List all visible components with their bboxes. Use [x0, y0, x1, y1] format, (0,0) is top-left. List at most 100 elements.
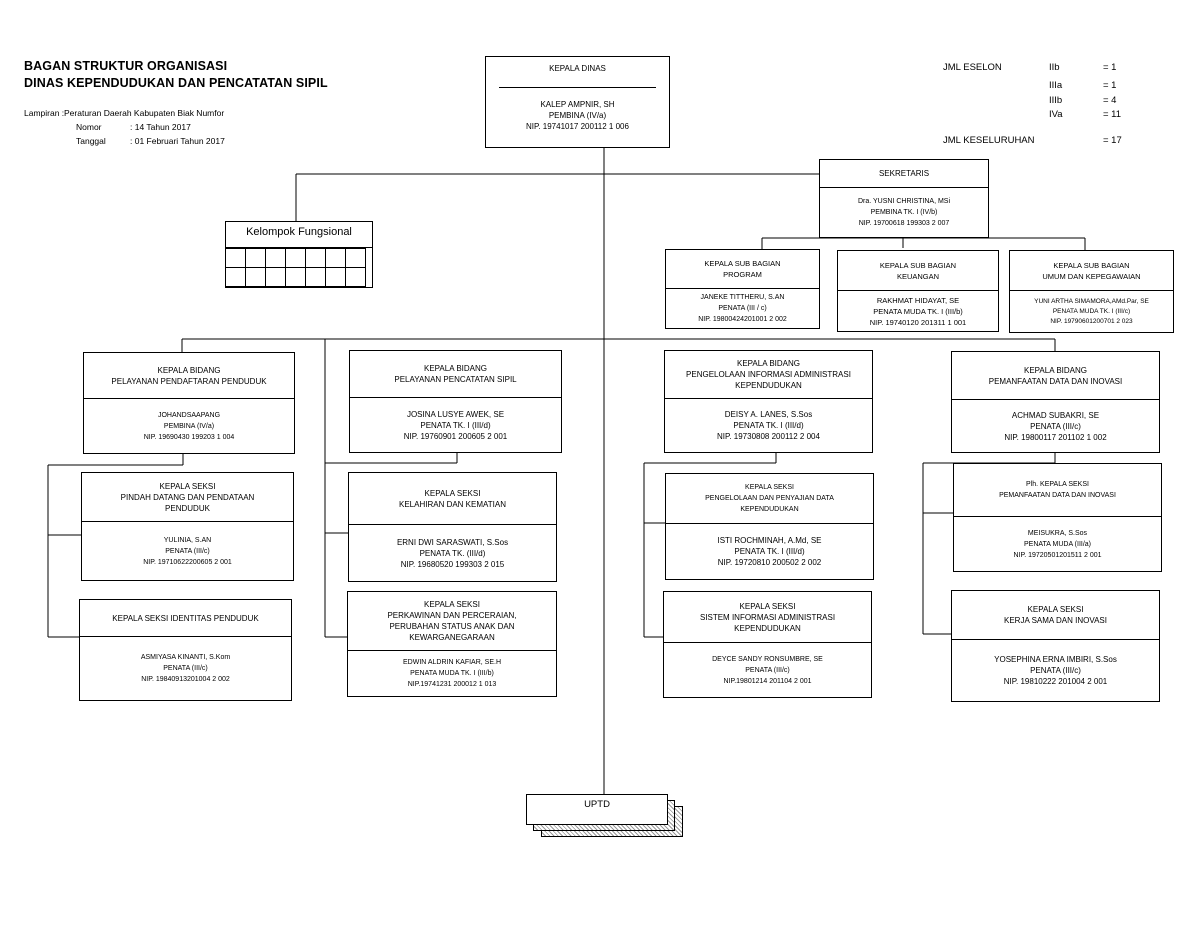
kelompok-fungsional-grid: [225, 248, 366, 287]
bidang-pengelolaan-informasi-box: KEPALA BIDANG PENGELOLAAN INFORMASI ADMI…: [664, 350, 873, 453]
seksi-name: ISTI ROCHMINAH, A.Md, SE: [717, 536, 822, 545]
seksi-unit: KEWARGANEGARAAN: [409, 633, 495, 642]
bidang-title: KEPALA BIDANG: [157, 365, 221, 375]
seksi-nip: NIP. 19720501201511 2 001: [1013, 551, 1102, 559]
seksi-nip: NIP. 19840913201004 2 002: [141, 676, 230, 683]
sekretaris-nip: NIP. 19700618 199303 2 007: [858, 220, 950, 227]
bidang-unit: PELAYANAN PENCATATAN SIPIL: [394, 375, 517, 384]
subbagian-rank: PENATA MUDA TK. I (III/b): [873, 306, 963, 316]
bidang-name: JOHANDSAAPANG: [157, 411, 221, 419]
seksi-rank: PENATA (III/c): [1030, 666, 1081, 675]
seksi-perkawinan-box: KEPALA SEKSI PERKAWINAN DAN PERCERAIAN, …: [347, 591, 557, 697]
bidang-unit: PENGELOLAAN INFORMASI ADMINISTRASI: [686, 370, 851, 379]
eselon-level: IVa: [1049, 109, 1063, 120]
bidang-unit: PEMANFAATAN DATA DAN INOVASI: [988, 376, 1123, 386]
kepala-dinas-name: KALEP AMPNIR, SH: [540, 100, 615, 109]
seksi-name: YOSEPHINA ERNA IMBIRI, S.Sos: [994, 655, 1117, 664]
tanggal-label: Tanggal: [76, 136, 106, 146]
total-value: = 17: [1103, 135, 1122, 146]
kepala-dinas-box: KEPALA DINAS KALEP AMPNIR, SH PEMBINA (I…: [485, 56, 670, 148]
eselon-level: IIIa: [1049, 80, 1063, 91]
bidang-name: ACHMAD SUBAKRI, SE: [1011, 410, 1100, 420]
eselon-value: = 1: [1103, 80, 1117, 91]
seksi-name: ERNI DWI SARASWATI, S.Sos: [396, 537, 509, 547]
seksi-identitas-box: KEPALA SEKSI IDENTITAS PENDUDUK ASMIYASA…: [79, 599, 292, 701]
seksi-unit: KEPENDUDUKAN: [734, 623, 801, 633]
bidang-pendaftaran-box: KEPALA BIDANG PELAYANAN PENDAFTARAN PEND…: [83, 352, 295, 454]
sekretaris-title: SEKRETARIS: [878, 169, 930, 178]
subbagian-nip: NIP. 19790601200701 2 023: [1050, 317, 1133, 325]
seksi-unit: KERJA SAMA DAN INOVASI: [1004, 616, 1107, 625]
bidang-name: JOSINA LUSYE AWEK, SE: [406, 409, 505, 419]
bidang-rank: PENATA TK. I (III/d): [420, 420, 491, 430]
seksi-unit: PENDUDUK: [165, 503, 210, 513]
eselon-label: JML ESELON: [943, 62, 1002, 73]
subbagian-name: YUNI ARTHA SIMAMORA,AMd.Par, SE: [1034, 297, 1149, 305]
eselon-level: IIb: [1049, 62, 1060, 73]
bidang-unit: KEPENDUDUKAN: [735, 381, 802, 390]
seksi-unit: PERUBAHAN STATUS ANAK DAN: [389, 622, 515, 631]
seksi-title: KEPALA SEKSI: [424, 600, 480, 609]
seksi-pengelolaan-data-box: KEPALA SEKSI PENGELOLAAN DAN PENYAJIAN D…: [665, 473, 874, 580]
seksi-unit: KEPENDUDUKAN: [740, 506, 799, 513]
bidang-rank: PEMBINA (IV/a): [163, 422, 215, 430]
chart-title-line1: BAGAN STRUKTUR ORGANISASI: [24, 59, 228, 73]
subbagian-name: JANEKE TITTHERU, S.AN: [700, 294, 785, 301]
sekretaris-box: SEKRETARIS Dra. YUSNI CHRISTINA, MSi PEM…: [819, 159, 989, 238]
seksi-name: YULINIA, S.AN: [163, 536, 212, 544]
bidang-rank: PENATA TK. I (III/d): [733, 421, 804, 430]
seksi-title: KEPALA SEKSI: [424, 488, 481, 498]
subbagian-title: KEPALA SUB BAGIAN: [704, 259, 781, 268]
kepala-dinas-divider: [499, 87, 656, 88]
subbagian-umum-box: KEPALA SUB BAGIAN UMUM DAN KEPEGAWAIAN Y…: [1009, 250, 1174, 333]
seksi-rank: PENATA MUDA (III/a): [1023, 540, 1092, 548]
subbagian-rank: PENATA (III / c): [718, 305, 767, 312]
chart-title: BAGAN STRUKTUR ORGANISASI DINAS KEPENDUD…: [24, 58, 328, 92]
seksi-pemanfaatan-data-box: Plh. KEPALA SEKSI PEMANFAATAN DATA DAN I…: [953, 463, 1162, 572]
subbagian-title: KEPALA SUB BAGIAN: [879, 260, 957, 270]
seksi-nip: NIP.19741231 200012 1 013: [407, 681, 497, 688]
bidang-nip: NIP. 19730808 200112 2 004: [717, 432, 820, 441]
eselon-value: = 11: [1103, 109, 1122, 120]
nomor-value: : 14 Tahun 2017: [130, 122, 191, 132]
seksi-nip: NIP. 19680520 199303 2 015: [400, 559, 505, 569]
subbagian-name: RAKHMAT HIDAYAT, SE: [876, 295, 960, 305]
lampiran-value: Peraturan Daerah Kabupaten Biak Numfor: [64, 108, 225, 118]
subbagian-title: KEPALA SUB BAGIAN: [1053, 260, 1130, 270]
kelompok-fungsional-title: Kelompok Fungsional: [226, 222, 372, 248]
bidang-nip: NIP. 19690430 199203 1 004: [143, 433, 235, 441]
seksi-rank: PENATA MUDA TK. I (III/b): [410, 670, 494, 677]
tanggal-value: : 01 Februari Tahun 2017: [130, 136, 225, 146]
seksi-rank: PENATA TK. I (III/d): [734, 547, 805, 556]
eselon-value: = 4: [1103, 95, 1117, 106]
bidang-nip: NIP. 19800117 201102 1 002: [1004, 432, 1107, 442]
kepala-dinas-rank: PEMBINA (IV/a): [548, 111, 607, 120]
seksi-name: DEYCE SANDY RONSUMBRE, SE: [712, 655, 823, 663]
kepala-dinas-title: KEPALA DINAS: [549, 64, 606, 73]
lampiran-label: Lampiran :: [24, 108, 65, 118]
seksi-nip: NIP. 19810222 201004 2 001: [1003, 677, 1108, 686]
seksi-kelahiran-box: KEPALA SEKSI KELAHIRAN DAN KEMATIAN ERNI…: [348, 472, 557, 582]
seksi-pindah-datang-box: KEPALA SEKSI PINDAH DATANG DAN PENDATAAN…: [81, 472, 294, 581]
uptd-box: UPTD: [526, 794, 668, 825]
kelompok-fungsional-box: Kelompok Fungsional: [225, 221, 373, 288]
seksi-rank: PENATA (III/c): [163, 665, 208, 672]
seksi-rank: PENATA (III/c): [745, 666, 790, 674]
uptd-title: UPTD: [584, 799, 610, 810]
seksi-title: Plh. KEPALA SEKSI: [1026, 481, 1089, 488]
seksi-unit: PERKAWINAN DAN PERCERAIAN,: [387, 611, 517, 620]
chart-title-line2: DINAS KEPENDUDUKAN DAN PENCATATAN SIPIL: [24, 76, 328, 90]
bidang-title: KEPALA BIDANG: [737, 359, 800, 368]
bidang-nip: NIP. 19760901 200605 2 001: [403, 431, 508, 441]
total-label: JML KESELURUHAN: [943, 135, 1035, 146]
bidang-title: KEPALA BIDANG: [424, 364, 487, 373]
sekretaris-name: Dra. YUSNI CHRISTINA, MSi: [857, 198, 951, 205]
subbagian-keuangan-box: KEPALA SUB BAGIAN KEUANGAN RAKHMAT HIDAY…: [837, 250, 999, 332]
kepala-dinas-nip: NIP. 19741017 200112 1 006: [526, 122, 629, 131]
sekretaris-rank: PEMBINA TK. I (IV/b): [870, 209, 938, 216]
eselon-level: IIIb: [1049, 95, 1063, 106]
subbagian-program-box: KEPALA SUB BAGIAN PROGRAM JANEKE TITTHER…: [665, 249, 820, 329]
bidang-title: KEPALA BIDANG: [1024, 365, 1087, 375]
seksi-name: ASMIYASA KINANTI, S.Kom: [140, 654, 231, 661]
bidang-pemanfaatan-box: KEPALA BIDANG PEMANFAATAN DATA DAN INOVA…: [951, 351, 1160, 453]
